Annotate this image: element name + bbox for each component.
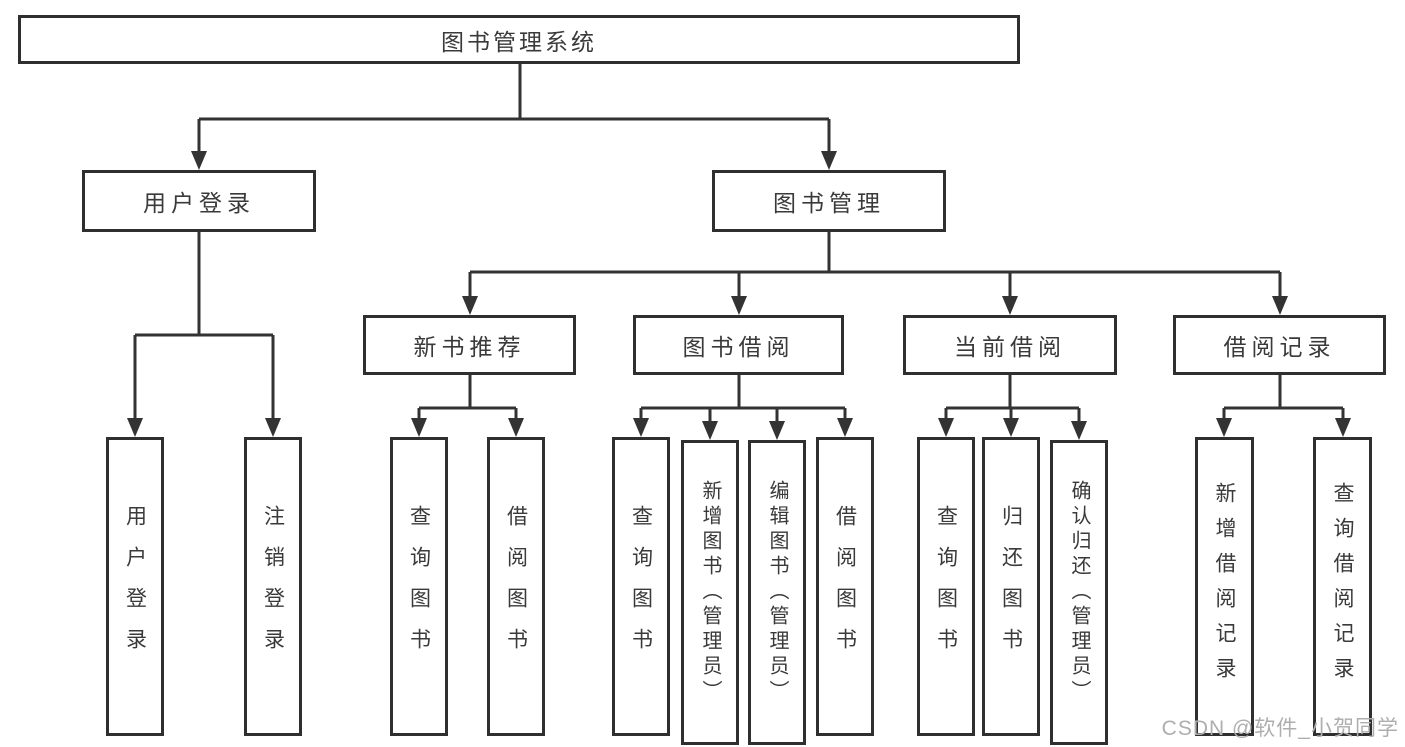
connector-book-borrowing-children <box>633 375 853 440</box>
leaf-query-books-current: 查询图书 <box>917 437 975 736</box>
node-book-management: 图书管理 <box>712 170 946 232</box>
watermark: CSDN @软件_小贺同学 <box>1161 717 1399 740</box>
node-borrowing-records: 借阅记录 <box>1173 315 1386 375</box>
node-book-borrowing: 图书借阅 <box>633 315 844 375</box>
connector-new-book-recommend-children <box>411 375 524 437</box>
leaf-user-login: 用户登录 <box>106 437 164 736</box>
connector-root-to-level2 <box>191 64 837 170</box>
leaf-add-book-admin: 新增图书（管理员） <box>681 440 739 745</box>
leaf-query-borrow-record: 查询借阅记录 <box>1313 437 1372 736</box>
node-library-management-system: 图书管理系统 <box>18 15 1020 64</box>
leaf-query-books-recommend: 查询图书 <box>390 437 448 736</box>
leaf-confirm-return-admin: 确认归还（管理员） <box>1050 440 1108 745</box>
node-new-book-recommend: 新书推荐 <box>363 315 576 375</box>
leaf-edit-book-admin: 编辑图书（管理员） <box>748 440 806 745</box>
connector-borrowing-records-children <box>1216 375 1351 437</box>
connector-current-borrowing-children <box>938 375 1087 440</box>
node-current-borrowing: 当前借阅 <box>903 315 1117 375</box>
leaf-add-borrow-record: 新增借阅记录 <box>1195 437 1254 736</box>
connector-book-management-children <box>462 232 1288 315</box>
leaf-borrow-books-borrowing: 借阅图书 <box>816 437 874 736</box>
leaf-logout: 注销登录 <box>244 437 302 736</box>
node-user-login: 用户登录 <box>82 170 316 232</box>
connector-user-login-children <box>127 232 281 437</box>
leaf-return-book: 归还图书 <box>982 437 1040 736</box>
leaf-borrow-books-recommend: 借阅图书 <box>487 437 545 736</box>
leaf-query-books-borrowing: 查询图书 <box>612 437 670 736</box>
